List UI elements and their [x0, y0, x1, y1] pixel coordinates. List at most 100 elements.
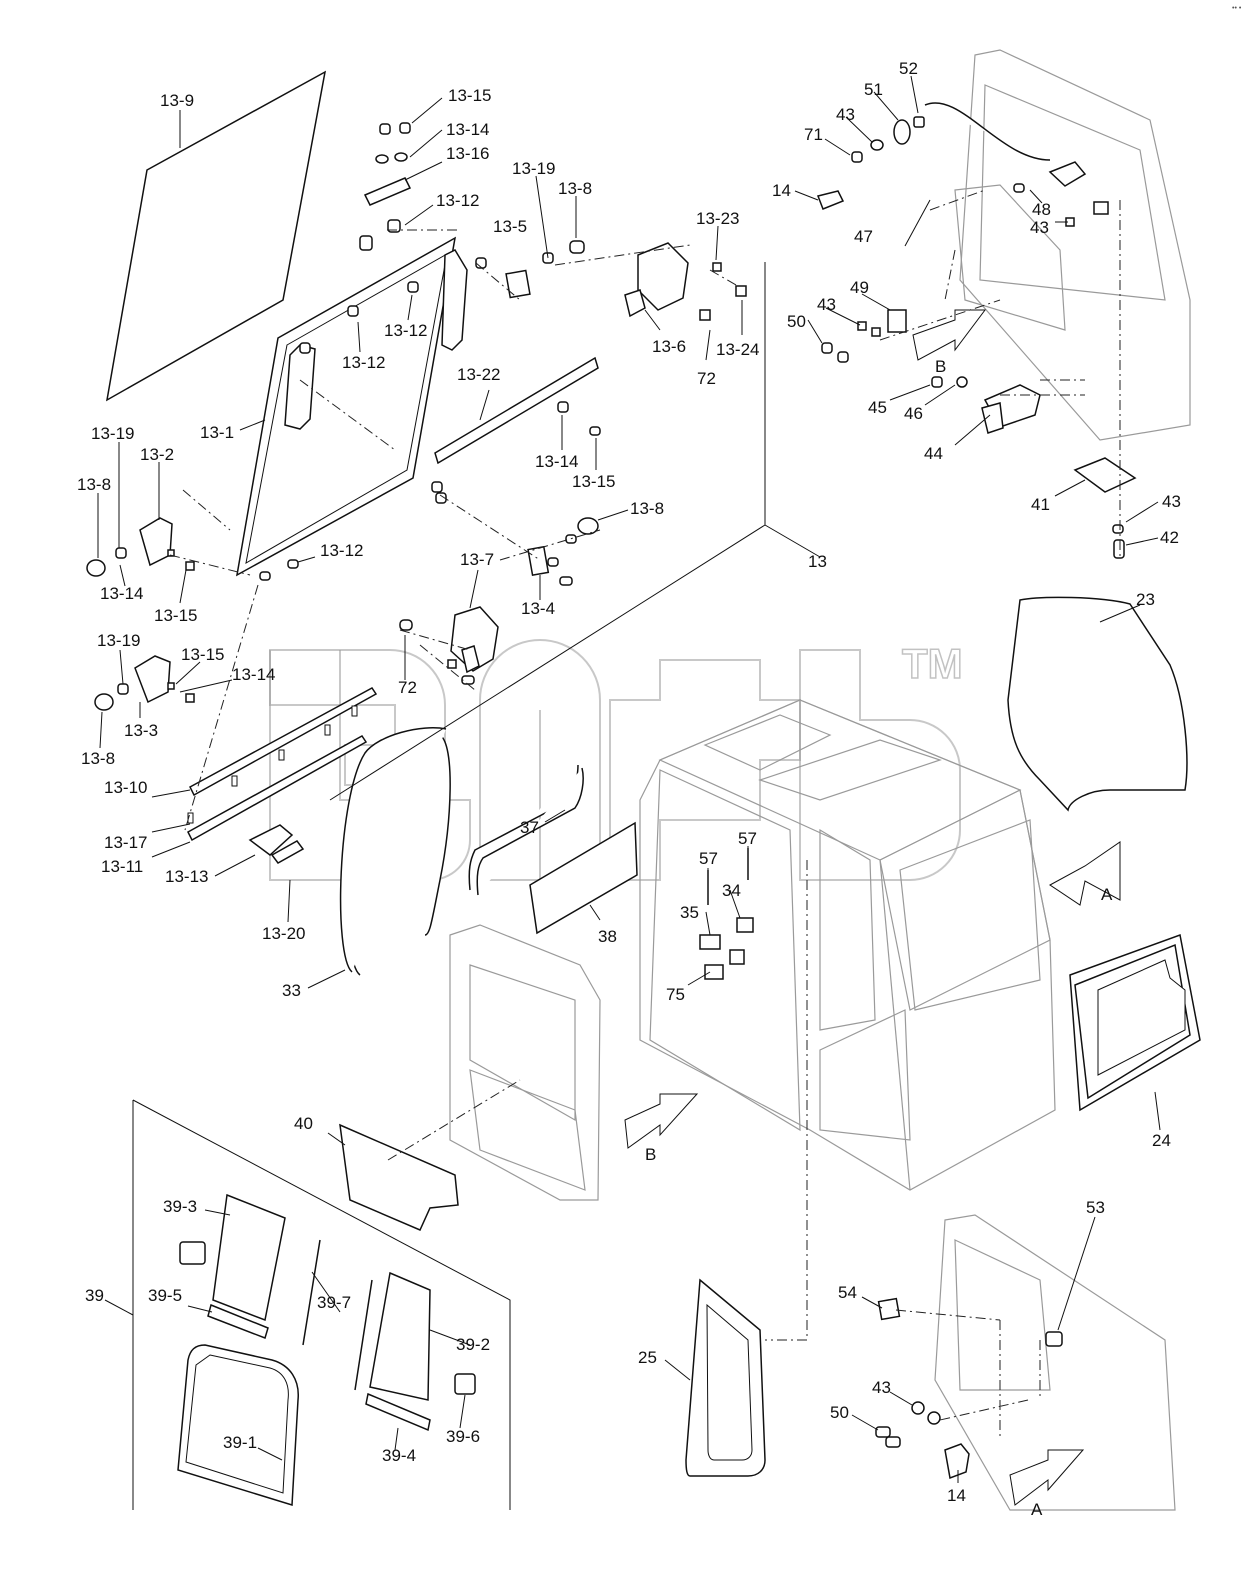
view-marker-a-bottom: A — [1031, 1500, 1043, 1519]
label-54: 54 — [838, 1283, 857, 1302]
view-marker-b-top: B — [935, 357, 946, 376]
view-arrow-a-bottom — [1009, 1449, 1085, 1506]
label-13-12: 13-12 — [320, 541, 363, 560]
label-75: 75 — [666, 985, 685, 1004]
label-13-22: 13-22 — [457, 365, 500, 384]
label-43: 43 — [1030, 218, 1049, 237]
label-13-15: 13-15 — [154, 606, 197, 625]
label-13-9: 13-9 — [160, 91, 194, 110]
rail-13-22 — [434, 356, 599, 465]
label-13-12: 13-12 — [436, 191, 479, 210]
label-13-15: 13-15 — [448, 86, 491, 105]
view-marker-a-mid: A — [1101, 885, 1113, 904]
label-13-14: 13-14 — [100, 584, 143, 603]
label-13-3: 13-3 — [124, 721, 158, 740]
fasteners-right-bottom — [875, 1297, 1063, 1480]
label-13-12: 13-12 — [384, 321, 427, 340]
label-38: 38 — [598, 927, 617, 946]
label-50: 50 — [787, 312, 806, 331]
fasteners-right-top — [816, 102, 1137, 559]
fastener-group-top — [299, 122, 601, 436]
glass-panel-23 — [1007, 596, 1188, 812]
corner-mark: •• • — [1232, 5, 1242, 12]
glass-panel-24 — [1069, 933, 1201, 1112]
label-13-4: 13-4 — [521, 599, 555, 618]
label-39-2: 39-2 — [456, 1335, 490, 1354]
label-13-17: 13-17 — [104, 833, 147, 852]
label-39-6: 39-6 — [446, 1427, 480, 1446]
label-37: 37 — [520, 818, 539, 837]
label-25: 25 — [638, 1348, 657, 1367]
view-arrow-b-top — [912, 309, 986, 361]
label-39-3: 39-3 — [163, 1197, 197, 1216]
label-13-2: 13-2 — [140, 445, 174, 464]
weatherstrip-33 — [339, 727, 451, 976]
leader-lines — [97, 75, 1161, 1483]
label-13-13: 13-13 — [165, 867, 208, 886]
label-40: 40 — [294, 1114, 313, 1133]
label-13-8: 13-8 — [630, 499, 664, 518]
label-41: 41 — [1031, 495, 1050, 514]
label-13-15: 13-15 — [572, 472, 615, 491]
label-13-7: 13-7 — [460, 550, 494, 569]
label-53: 53 — [1086, 1198, 1105, 1217]
label-52: 52 — [899, 59, 918, 78]
label-72: 72 — [398, 678, 417, 697]
label-13-23: 13-23 — [696, 209, 739, 228]
label-39-1: 39-1 — [223, 1433, 257, 1452]
label-13-8: 13-8 — [558, 179, 592, 198]
label-39-5: 39-5 — [148, 1286, 182, 1305]
label-39-7: 39-7 — [317, 1293, 351, 1312]
label-49: 49 — [850, 278, 869, 297]
weatherstrip-37 — [468, 764, 584, 896]
label-43: 43 — [836, 105, 855, 124]
window-frame-13-1 — [235, 236, 457, 577]
label-13-19: 13-19 — [91, 424, 134, 443]
label-42: 42 — [1160, 528, 1179, 547]
label-44: 44 — [924, 444, 943, 463]
label-13: 13 — [808, 552, 827, 571]
label-13-10: 13-10 — [104, 778, 147, 797]
trademark-mark: TM — [902, 640, 963, 687]
latch-13-6 — [624, 242, 747, 321]
handle-13-1 — [284, 249, 468, 430]
view-arrow-b-mid — [624, 1093, 699, 1149]
label-48: 48 — [1032, 200, 1051, 219]
panel-25 — [685, 1278, 766, 1477]
view-marker-letters: B A B A — [645, 357, 1113, 1519]
label-23: 23 — [1136, 590, 1155, 609]
label-13-19: 13-19 — [512, 159, 555, 178]
label-57: 57 — [738, 829, 757, 848]
label-13-16: 13-16 — [446, 144, 489, 163]
label-13-14: 13-14 — [446, 120, 489, 139]
label-39-4: 39-4 — [382, 1446, 416, 1465]
label-13-24: 13-24 — [716, 340, 759, 359]
label-13-1: 13-1 — [200, 423, 234, 442]
label-39: 39 — [85, 1286, 104, 1305]
assembly-lines — [169, 189, 1121, 1440]
label-13-8: 13-8 — [77, 475, 111, 494]
hinge-13-3 — [94, 655, 195, 711]
label-57: 57 — [699, 849, 718, 868]
label-46: 46 — [904, 404, 923, 423]
label-43: 43 — [1162, 492, 1181, 511]
label-45: 45 — [868, 398, 887, 417]
label-13-8: 13-8 — [81, 749, 115, 768]
label-13-15: 13-15 — [181, 645, 224, 664]
part-labels: 13-9 13-15 13-14 13-16 13-12 13-19 13-8 … — [77, 59, 1181, 1505]
label-13-20: 13-20 — [262, 924, 305, 943]
panel-38 — [529, 821, 638, 935]
hinge-13-5 — [505, 240, 585, 299]
brackets-34-35-75 — [699, 848, 754, 980]
label-13-11: 13-11 — [101, 857, 143, 876]
label-14: 14 — [947, 1486, 966, 1505]
label-47: 47 — [854, 227, 873, 246]
glass-panel-13-9 — [105, 70, 327, 402]
view-marker-b-mid: B — [645, 1145, 656, 1164]
window-assembly-39 — [132, 1099, 511, 1510]
label-50: 50 — [830, 1403, 849, 1422]
label-13-19: 13-19 — [97, 631, 140, 650]
label-13-14: 13-14 — [232, 665, 275, 684]
lock-13-7 — [399, 606, 499, 685]
